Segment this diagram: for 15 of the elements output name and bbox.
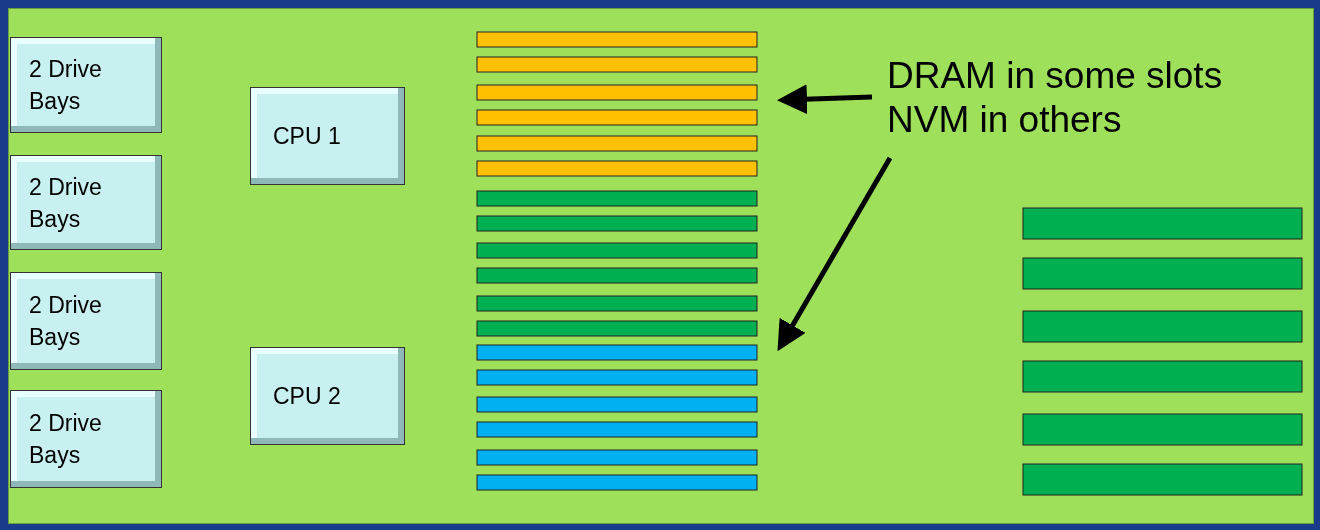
node-label: 2 Drive Bays: [28, 291, 103, 352]
node-label: CPU 1: [272, 122, 341, 151]
arrow: [777, 84, 873, 115]
cpu-box: [250, 87, 405, 185]
node-label: 2 Drive Bays: [28, 172, 103, 234]
node-label: 2 Drive Bays: [28, 55, 103, 116]
drive-bay-box: [10, 272, 162, 370]
arrow: [777, 156, 893, 352]
node-label: 2 Drive Bays: [28, 409, 103, 470]
drive-bay-box: [10, 155, 162, 250]
drive-bay-box: [10, 390, 162, 488]
callout-text: DRAM in some slots NVM in others: [887, 54, 1287, 142]
drive-bay-box: [10, 37, 162, 133]
node-label: CPU 2: [272, 382, 341, 411]
cpu-box: [250, 347, 405, 445]
